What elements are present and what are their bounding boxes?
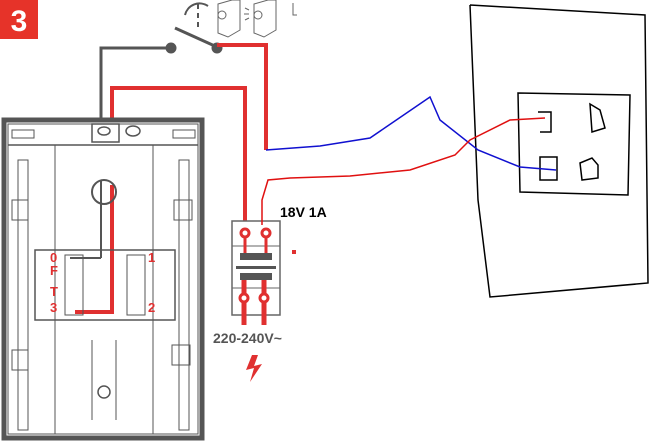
grey-wire bbox=[99, 46, 171, 120]
red-pen-wire bbox=[261, 117, 546, 225]
red-wires bbox=[75, 43, 268, 314]
terminal-1: 1 bbox=[148, 250, 155, 265]
terminal-t: T bbox=[50, 284, 58, 299]
chime-terminal-labels: 0 F T 3 1 2 bbox=[50, 250, 155, 315]
transformer-input-label: 220-240V~ bbox=[213, 330, 282, 346]
bell-button-icon bbox=[217, 0, 297, 38]
terminal-f: F bbox=[50, 263, 58, 278]
blue-pen-wire bbox=[265, 95, 557, 171]
terminal-0: 0 bbox=[50, 250, 57, 265]
push-button-switch bbox=[165, 2, 223, 54]
step-badge: 3 bbox=[0, 0, 38, 39]
transformer bbox=[231, 220, 296, 325]
step-number: 3 bbox=[11, 5, 28, 38]
wall-socket-sketch bbox=[469, 4, 649, 298]
terminal-3: 3 bbox=[50, 300, 57, 315]
door-chime-unit bbox=[1, 117, 205, 441]
terminal-2: 2 bbox=[148, 300, 155, 315]
transformer-output-label: 18V 1A bbox=[280, 204, 327, 220]
lightning-icon bbox=[246, 355, 262, 382]
